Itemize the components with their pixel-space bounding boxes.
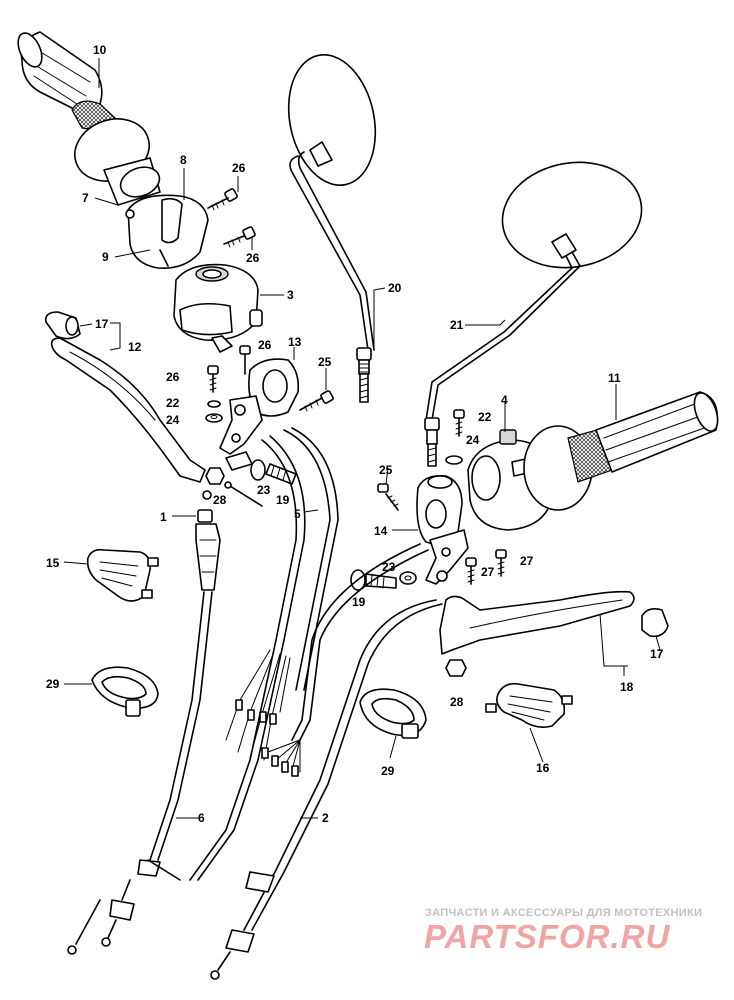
throttle-grip-flange	[74, 118, 161, 206]
left-grip	[17, 31, 116, 130]
label-part-26d: 26	[166, 370, 180, 384]
label-part-17b: 17	[650, 647, 664, 661]
watermark-logo: PARTSFOR.RU	[424, 918, 670, 955]
nut-24-right	[445, 455, 463, 465]
screw-26-mid	[223, 226, 256, 248]
label-part-28b: 28	[450, 695, 464, 709]
nut-28-left	[205, 467, 225, 485]
screw-26-left	[207, 365, 219, 393]
label-part-23b: 23	[382, 560, 396, 574]
washer-23-right	[399, 571, 417, 585]
left-mirror	[287, 54, 377, 403]
label-part-4: 4	[501, 393, 508, 407]
label-part-2: 2	[322, 811, 329, 825]
throttle-cable	[101, 509, 221, 947]
screw-27-b	[495, 549, 507, 577]
label-part-21: 21	[450, 318, 464, 332]
label-part-13: 13	[288, 335, 302, 349]
label-part-20: 20	[388, 281, 402, 295]
label-part-28a: 28	[213, 493, 227, 507]
label-part-14: 14	[374, 524, 388, 538]
label-part-29b: 29	[381, 764, 395, 778]
screw-26-bracket	[239, 345, 251, 375]
label-part-5: 5	[294, 507, 301, 521]
label-part-8: 8	[180, 153, 187, 167]
brake-lever	[439, 590, 669, 655]
label-part-12: 12	[128, 340, 142, 354]
bolt-25-right	[377, 483, 399, 511]
label-part-7: 7	[82, 191, 89, 205]
throttle-cable-b	[67, 435, 306, 955]
nut-28-left-lower	[202, 490, 212, 500]
label-part-24a: 24	[166, 413, 180, 427]
bolt-22-right	[453, 409, 465, 437]
label-part-26b: 26	[246, 251, 260, 265]
right-grip	[523, 391, 719, 511]
part-labels: 10 8 26 7 9 26 3 20 17 21 12 26 13 25 26…	[46, 43, 664, 825]
leader-lines	[63, 58, 661, 819]
right-wiring-harness	[261, 543, 429, 777]
watermark: ЗАПЧАСТИ И АКСЕССУАРЫ ДЛЯ МОТОТЕХНИКИ PA…	[424, 907, 702, 955]
label-part-11: 11	[608, 371, 621, 385]
brake-cable	[210, 599, 443, 980]
label-part-16: 16	[536, 761, 550, 775]
clutch-lever	[44, 311, 206, 483]
label-part-19b: 19	[352, 595, 366, 609]
label-part-23a: 23	[257, 483, 271, 497]
clutch-switch	[86, 548, 159, 602]
left-switch-housing	[173, 263, 263, 353]
label-part-3: 3	[287, 288, 294, 302]
label-part-1: 1	[160, 510, 167, 524]
nut-28-right	[445, 659, 467, 677]
label-part-9: 9	[102, 250, 109, 264]
brake-switch	[485, 682, 573, 728]
label-part-29a: 29	[46, 677, 60, 691]
bolt-19-right	[350, 569, 397, 591]
washer-22-left	[207, 400, 221, 408]
throttle-housing	[125, 194, 209, 269]
label-part-22b: 22	[478, 410, 492, 424]
watermark-subtitle: ЗАПЧАСТИ И АКСЕССУАРЫ ДЛЯ МОТОТЕХНИКИ	[425, 907, 702, 919]
label-part-6: 6	[198, 811, 205, 825]
wire-band-right	[359, 688, 427, 739]
brake-lever-bracket	[416, 474, 469, 585]
label-part-27b: 27	[481, 565, 495, 579]
label-part-18: 18	[620, 680, 634, 694]
label-part-10: 10	[93, 43, 107, 57]
screw-26-upper	[207, 188, 238, 211]
label-part-25a: 25	[318, 355, 332, 369]
label-part-27a: 27	[520, 554, 534, 568]
nut-24-left	[205, 413, 223, 423]
bolt-25-left	[299, 390, 334, 412]
wire-band-left	[91, 666, 159, 717]
label-part-26c: 26	[258, 338, 272, 352]
screw-27-a	[465, 557, 477, 585]
bolt-23-left	[224, 481, 263, 507]
label-part-22a: 22	[166, 396, 180, 410]
label-part-17a: 17	[95, 317, 109, 331]
right-mirror	[424, 161, 643, 467]
label-part-19a: 19	[276, 493, 290, 507]
left-wiring-harness	[225, 427, 339, 761]
label-part-25b: 25	[379, 463, 393, 477]
label-part-15: 15	[46, 556, 60, 570]
label-part-26a: 26	[232, 161, 246, 175]
clutch-lever-bracket	[219, 358, 300, 471]
label-part-24b: 24	[466, 433, 480, 447]
